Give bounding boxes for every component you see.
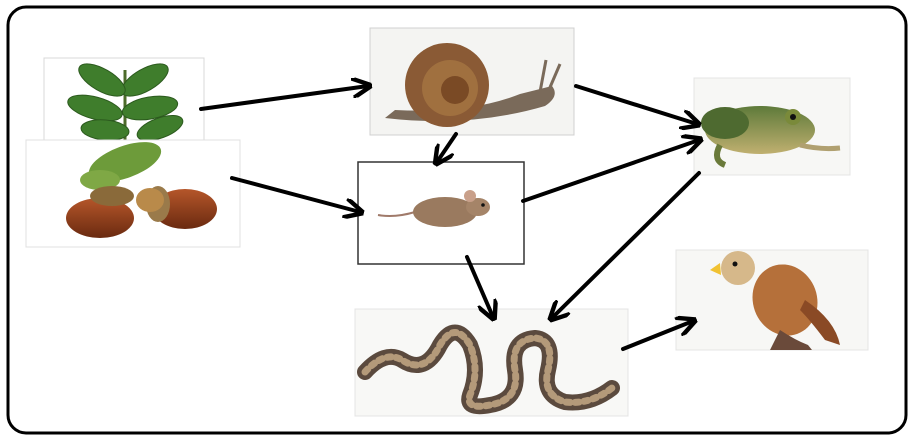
node-leaves — [44, 57, 204, 145]
oak-leaves-icon — [65, 57, 186, 145]
node-mouse — [358, 162, 524, 264]
node-frog — [694, 78, 850, 175]
node-snake — [355, 309, 628, 416]
node-snail — [370, 28, 574, 135]
node-acorns — [26, 134, 240, 247]
node-hawk — [676, 250, 868, 350]
